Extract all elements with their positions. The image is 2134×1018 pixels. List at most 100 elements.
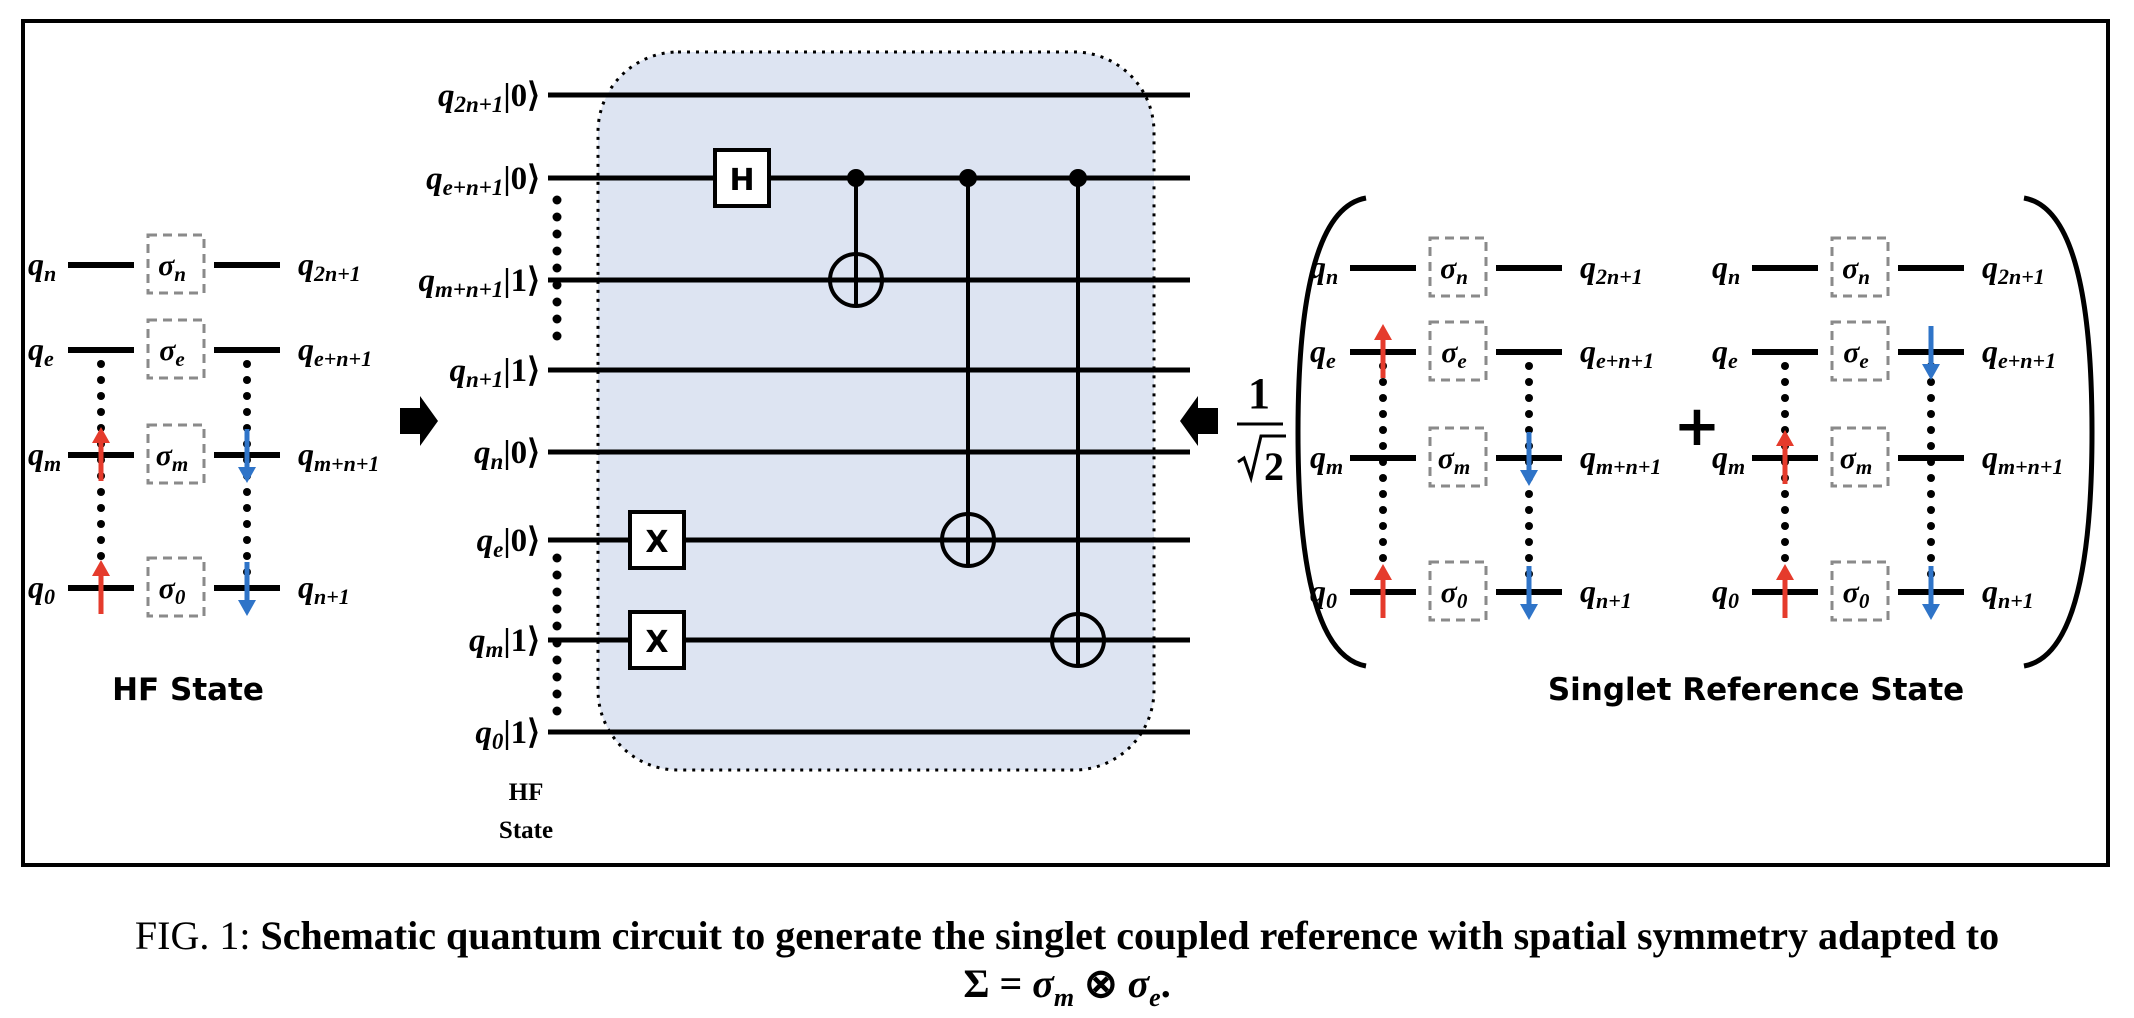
qubit-letter: q bbox=[298, 331, 314, 367]
symmetry-label: σe bbox=[1441, 336, 1467, 373]
sigma-index: e bbox=[1457, 349, 1466, 373]
orbital-label-left: qe bbox=[1310, 333, 1336, 373]
symmetry-box: σ0 bbox=[1830, 560, 1890, 622]
gate-box bbox=[628, 510, 686, 570]
gate-box bbox=[713, 148, 771, 208]
orbital-label-right: qe+n+1 bbox=[1580, 333, 1654, 373]
ellipsis-dot bbox=[1927, 442, 1935, 450]
qubit-letter: q bbox=[28, 246, 44, 282]
qubit-letter: q bbox=[1712, 439, 1728, 475]
sigma: σ bbox=[159, 334, 176, 367]
qubit-letter: q bbox=[298, 436, 314, 472]
sigma-index: e bbox=[1859, 349, 1868, 373]
quantum-circuit: q2n+1|0⟩qe+n+1|0⟩qm+n+1|1⟩qn+1|1⟩qn|0⟩qe… bbox=[418, 50, 1190, 844]
orbital-label-right: q2n+1 bbox=[1982, 249, 2045, 289]
ellipsis-dot bbox=[97, 536, 105, 544]
ellipsis-dot bbox=[1781, 362, 1789, 370]
ellipsis-dot bbox=[1781, 538, 1789, 546]
ellipsis-dot bbox=[552, 553, 562, 563]
qubit-index: 2n+1 bbox=[313, 261, 361, 286]
ellipsis-dot bbox=[1525, 554, 1533, 562]
orbital-label-left: q0 bbox=[1712, 573, 1739, 613]
spin-down-arrow-icon bbox=[238, 562, 256, 616]
arrow-head bbox=[238, 467, 256, 483]
x-gate-qm: X bbox=[628, 610, 686, 670]
wire-label: qn|0⟩ bbox=[474, 435, 540, 474]
qubit-index: 0 bbox=[44, 584, 55, 609]
qubit-letter: q bbox=[28, 436, 44, 472]
orbital-label-left: qm bbox=[1310, 439, 1343, 479]
spin-up-arrow-icon bbox=[92, 427, 110, 481]
symmetry-box: σe bbox=[146, 318, 206, 380]
ellipsis-dot bbox=[1927, 506, 1935, 514]
ellipsis-dot bbox=[1379, 394, 1387, 402]
control-dot bbox=[959, 169, 977, 187]
ellipsis-dot bbox=[1927, 458, 1935, 466]
sigma-index: n bbox=[1456, 265, 1468, 289]
symmetry-box: σn bbox=[146, 233, 206, 295]
ellipsis-dot bbox=[97, 376, 105, 384]
qubit-letter: q bbox=[1580, 573, 1596, 609]
arrow-head bbox=[92, 427, 110, 443]
ellipsis-dot bbox=[1525, 410, 1533, 418]
qubit-letter: q bbox=[475, 715, 492, 751]
sigma-index: m bbox=[172, 452, 188, 476]
symmetry-box-outline bbox=[146, 318, 206, 380]
qubit-index: e bbox=[44, 346, 54, 371]
ellipsis-dot bbox=[1781, 506, 1789, 514]
qubit-index: e bbox=[1728, 348, 1738, 373]
qubit-letter: q bbox=[469, 623, 486, 659]
ellipsis-dot bbox=[552, 587, 562, 597]
ellipsis-dot bbox=[552, 655, 562, 665]
arrow-head bbox=[1922, 364, 1940, 380]
qubit-letter: q bbox=[426, 161, 443, 197]
symmetry-box-outline bbox=[146, 556, 206, 618]
qubit-index: n+1 bbox=[1596, 588, 1632, 613]
ellipsis-dot bbox=[243, 392, 251, 400]
ellipsis-dot bbox=[552, 212, 562, 222]
arrow-head bbox=[1776, 564, 1794, 580]
ellipsis-dot bbox=[1525, 506, 1533, 514]
arrow-head bbox=[1520, 604, 1538, 620]
qubit-index: 2n+1 bbox=[1997, 264, 2045, 289]
wire-label: q0|1⟩ bbox=[475, 715, 540, 754]
wire-label: qm|1⟩ bbox=[469, 623, 540, 662]
control-dot bbox=[1069, 169, 1087, 187]
spin-up-arrow-icon bbox=[1776, 564, 1794, 618]
cnot-gate-1 bbox=[828, 169, 884, 308]
arrow-head bbox=[1922, 604, 1940, 620]
qubit-letter: q bbox=[449, 353, 466, 389]
cnot-gate-3 bbox=[1050, 169, 1106, 668]
spin-down-arrow-icon bbox=[1520, 432, 1538, 486]
sigma-index: n bbox=[174, 262, 186, 286]
qubit-letter: q bbox=[1310, 439, 1326, 475]
symmetry-box: σn bbox=[1428, 236, 1488, 298]
qubit-letter: q bbox=[1982, 249, 1998, 285]
ellipsis-dot bbox=[552, 280, 562, 290]
symmetry-label: σe bbox=[159, 334, 185, 371]
ellipsis-dot bbox=[1379, 522, 1387, 530]
ket-state: |1⟩ bbox=[503, 715, 540, 751]
sigma-index: 0 bbox=[175, 585, 186, 609]
qubit-letter: q bbox=[298, 569, 314, 605]
qubit-index: m+n+1 bbox=[1596, 454, 1661, 479]
ket-state: |1⟩ bbox=[503, 623, 540, 659]
ket-state: |0⟩ bbox=[503, 78, 540, 114]
qubit-index: n+1 bbox=[1998, 588, 2034, 613]
ellipsis-dot bbox=[1781, 394, 1789, 402]
orbital-label-left: qm bbox=[28, 436, 61, 476]
qubit-index: m bbox=[1728, 454, 1745, 479]
qubit-index: n+1 bbox=[466, 367, 503, 392]
orbital-label-right: qn+1 bbox=[1580, 573, 1632, 613]
orbital-label-right: qm+n+1 bbox=[1580, 439, 1661, 479]
ellipsis-dot bbox=[1525, 394, 1533, 402]
sigma: σ bbox=[158, 249, 175, 282]
ellipsis-dot bbox=[1781, 410, 1789, 418]
ellipsis-dot bbox=[552, 570, 562, 580]
caption-label: FIG. 1: bbox=[134, 913, 251, 958]
ellipsis-dot bbox=[552, 263, 562, 273]
gate-box bbox=[628, 610, 686, 670]
